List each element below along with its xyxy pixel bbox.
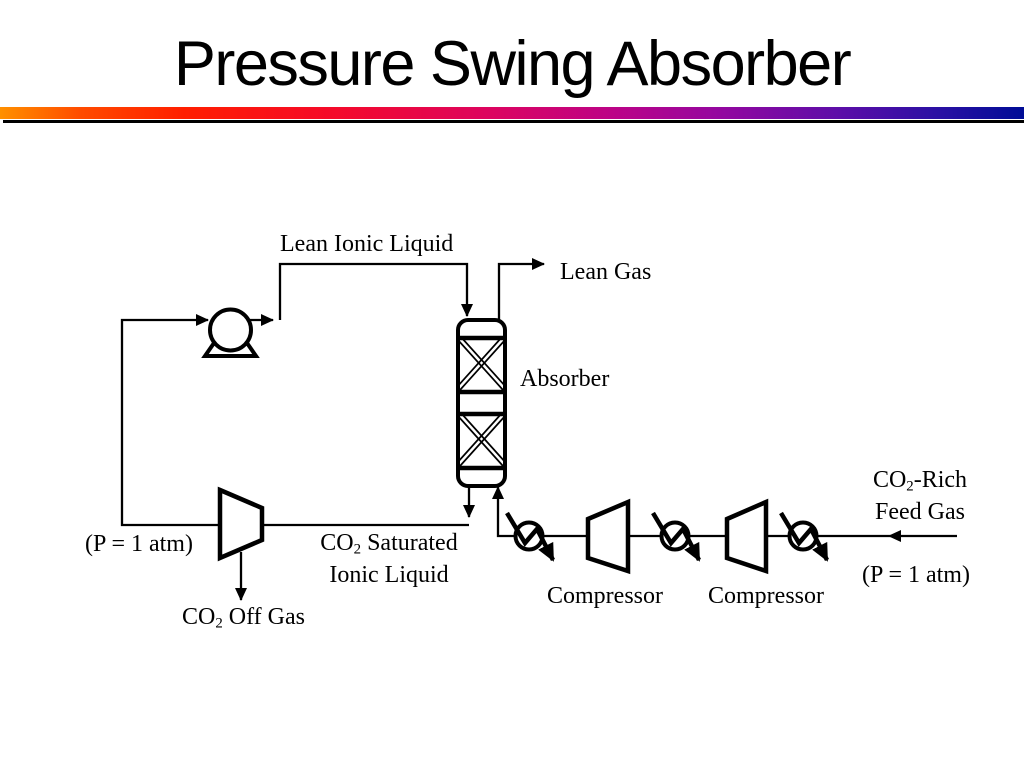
accent-underline: [3, 120, 1024, 123]
cooler-3-icon: [779, 511, 829, 562]
label-ionic-liquid-line: Ionic Liquid: [329, 562, 449, 588]
turbine-icon: [217, 486, 265, 562]
label-lean-ionic-liquid: Lean Ionic Liquid: [280, 231, 454, 257]
label-co2-off-gas: CO2 Off Gas: [182, 604, 305, 632]
label-absorber: Absorber: [520, 366, 610, 392]
subscript-2: 2: [215, 615, 223, 632]
absorber-column-icon: [456, 318, 507, 488]
compressor-left-icon: [585, 498, 631, 575]
line-feed-gas-train: [492, 486, 889, 538]
line-lean-gas: [497, 258, 545, 320]
label-co2-saturated-ionic-liquid: CO2 Saturated Ionic Liquid: [298, 527, 480, 591]
line-left-loop-to-pump: [120, 314, 220, 527]
compressor-right-icon: [724, 498, 769, 575]
slide-title: Pressure Swing Absorber: [173, 29, 852, 99]
label-co2-saturated-line: CO2 Saturated: [320, 530, 458, 558]
pump-icon: [201, 307, 260, 358]
subscript-2: 2: [906, 478, 914, 495]
label-co2-rich-feed-gas: CO2-Rich Feed Gas: [845, 464, 995, 528]
label-compressor-left: Compressor: [547, 583, 663, 609]
subscript-2: 2: [353, 541, 362, 558]
label-compressor-right: Compressor: [708, 583, 824, 609]
accent-gradient-bar: [0, 107, 1024, 119]
cooler-2-icon: [651, 511, 701, 562]
label-pressure-left: (P = 1 atm): [85, 531, 193, 557]
label-feed-gas-line: Feed Gas: [875, 499, 965, 525]
label-lean-gas: Lean Gas: [560, 259, 652, 285]
label-pressure-right: (P = 1 atm): [862, 562, 970, 588]
line-lean-ionic-liquid: [278, 262, 473, 320]
cooler-1-icon: [505, 511, 555, 562]
label-co2-rich-line: CO2-Rich: [872, 467, 968, 495]
